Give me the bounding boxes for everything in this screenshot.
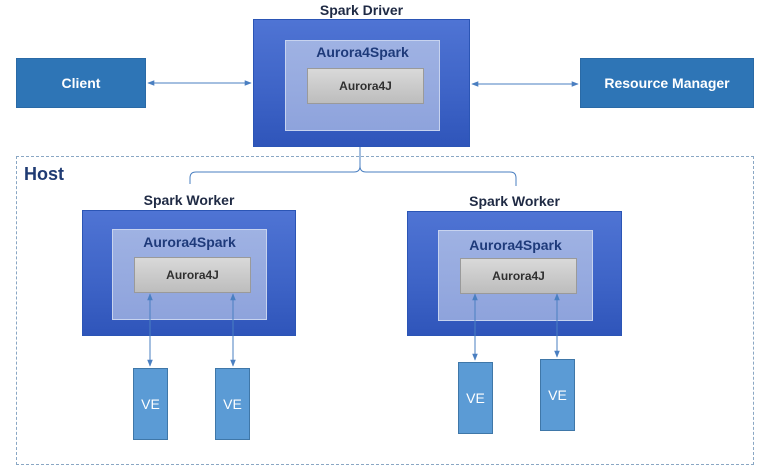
driver-box: Aurora4Spark Aurora4J [253, 19, 470, 147]
worker-2-aurora4spark-label: Aurora4Spark [469, 237, 562, 253]
driver-aurora4spark-box: Aurora4Spark Aurora4J [285, 40, 440, 131]
worker-1-title: Spark Worker [143, 192, 235, 208]
driver-title: Spark Driver [319, 2, 404, 18]
host-label: Host [24, 164, 64, 184]
driver-aurora4spark-label: Aurora4Spark [316, 44, 409, 60]
driver-workers-bracket [189, 147, 517, 186]
worker-2-aurora4j-box: Aurora4J [460, 258, 577, 294]
worker-1-ve-2: VE [215, 368, 250, 440]
worker-2-ve-1: VE [458, 362, 493, 434]
worker-1-aurora4spark-label: Aurora4Spark [143, 234, 236, 250]
worker-2-ve-2: VE [540, 359, 575, 431]
worker-1-aurora4j-box: Aurora4J [134, 257, 251, 293]
client-box: Client [16, 58, 146, 108]
driver-aurora4j-box: Aurora4J [307, 68, 424, 104]
worker-2-title: Spark Worker [469, 193, 560, 209]
resource-manager-box: Resource Manager [580, 58, 754, 108]
worker-1-box: Aurora4Spark Aurora4J [82, 210, 296, 336]
worker-1-aurora4spark-box: Aurora4Spark Aurora4J [112, 229, 267, 320]
worker-2-box: Aurora4Spark Aurora4J [407, 211, 622, 336]
host-frame [16, 156, 754, 465]
worker-1-ve-1: VE [133, 368, 168, 440]
worker-2-aurora4spark-box: Aurora4Spark Aurora4J [438, 230, 593, 321]
